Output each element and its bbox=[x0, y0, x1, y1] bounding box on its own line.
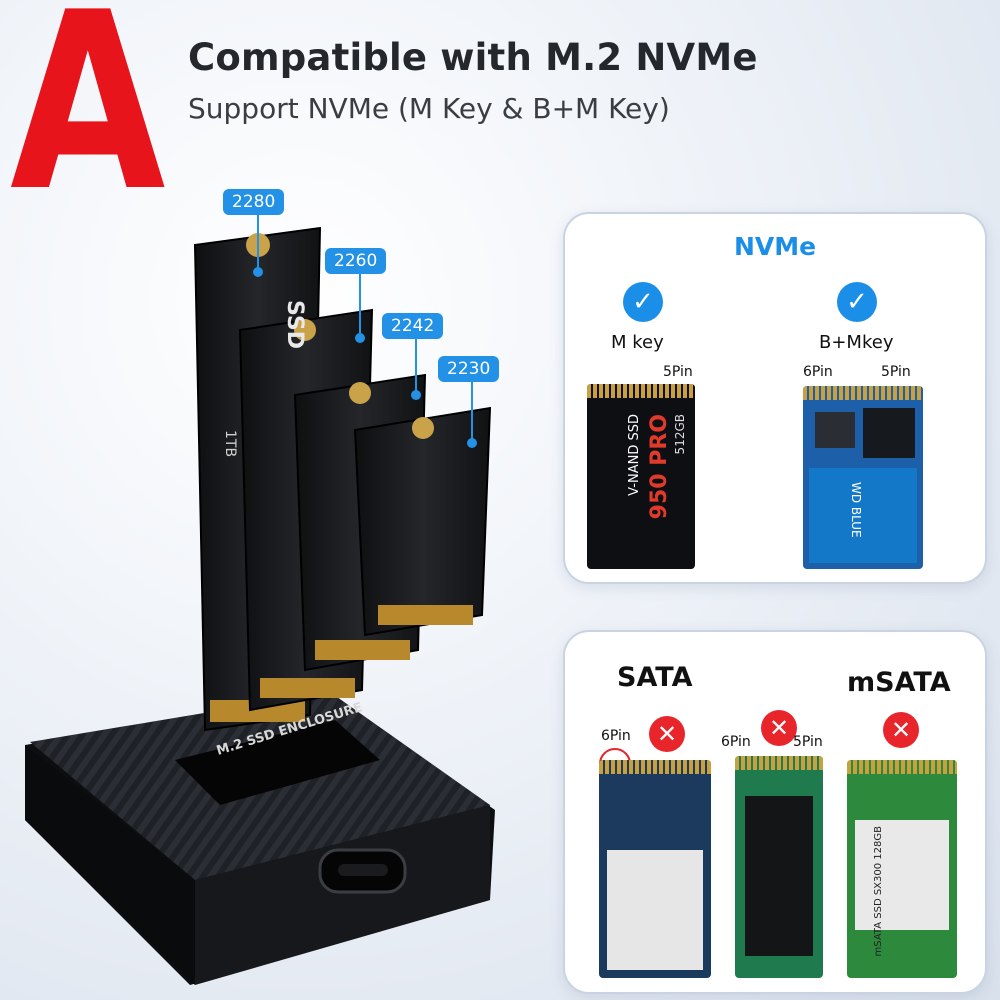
sata-panel: SATA mSATA 6Pin ✕ ✕ ✕ 6Pin 5Pin mSATA SS… bbox=[563, 630, 987, 994]
bm-key-label: B+Mkey bbox=[819, 332, 894, 353]
cross-icon: ✕ bbox=[761, 710, 797, 746]
cross-icon: ✕ bbox=[883, 712, 919, 748]
big-ssd-label: SSD bbox=[282, 300, 307, 349]
big-ssd-capacity: 1TB bbox=[222, 430, 238, 457]
samsung-ssd-capacity: 512GB bbox=[673, 414, 687, 455]
ssd-enclosure bbox=[25, 692, 495, 985]
size-tag-2260: 2260 bbox=[325, 248, 387, 274]
cross-icon: ✕ bbox=[649, 716, 685, 752]
size-pointers bbox=[257, 212, 473, 440]
check-icon: ✓ bbox=[623, 282, 663, 322]
card2-pin-right: 5Pin bbox=[793, 734, 823, 750]
samsung-ssd-model: 950 PRO bbox=[647, 414, 672, 520]
m-key-label: M key bbox=[611, 332, 664, 353]
size-tag-2280: 2280 bbox=[223, 189, 285, 215]
msata-ssd-card: mSATA SSD SX300 128GB bbox=[847, 760, 957, 978]
wd-ssd-text: WD BLUE bbox=[849, 482, 863, 538]
wd-ssd-card: WD BLUE bbox=[803, 386, 923, 569]
page-subtitle: Support NVMe (M Key & B+M Key) bbox=[188, 92, 670, 125]
samsung-ssd-text: V-NAND SSD bbox=[627, 414, 642, 496]
m-key-pin: 5Pin bbox=[663, 364, 693, 380]
samsung-ssd-card: V-NAND SSD 950 PRO 512GB bbox=[587, 384, 695, 569]
sata-title: SATA bbox=[617, 662, 693, 693]
nvme-title: NVMe bbox=[733, 232, 817, 261]
card2-pin-left: 6Pin bbox=[721, 734, 751, 750]
card1-pin: 6Pin bbox=[601, 728, 631, 744]
size-tag-2230: 2230 bbox=[438, 356, 500, 382]
sata-ssd-card-2 bbox=[735, 756, 823, 978]
msata-title: mSATA bbox=[847, 667, 951, 698]
ssd-2230 bbox=[353, 406, 492, 637]
sata-ssd-card-1 bbox=[599, 760, 711, 978]
page-title: Compatible with M.2 NVMe bbox=[188, 36, 758, 79]
size-tag-2242: 2242 bbox=[382, 313, 444, 339]
bm-key-pin-left: 6Pin bbox=[803, 364, 833, 380]
bm-key-pin-right: 5Pin bbox=[881, 364, 911, 380]
nvme-panel: NVMe ✓ ✓ M key B+Mkey 5Pin 6Pin 5Pin V-N… bbox=[563, 212, 987, 584]
check-icon: ✓ bbox=[837, 282, 877, 322]
msata-label: mSATA SSD SX300 128GB bbox=[873, 826, 884, 957]
